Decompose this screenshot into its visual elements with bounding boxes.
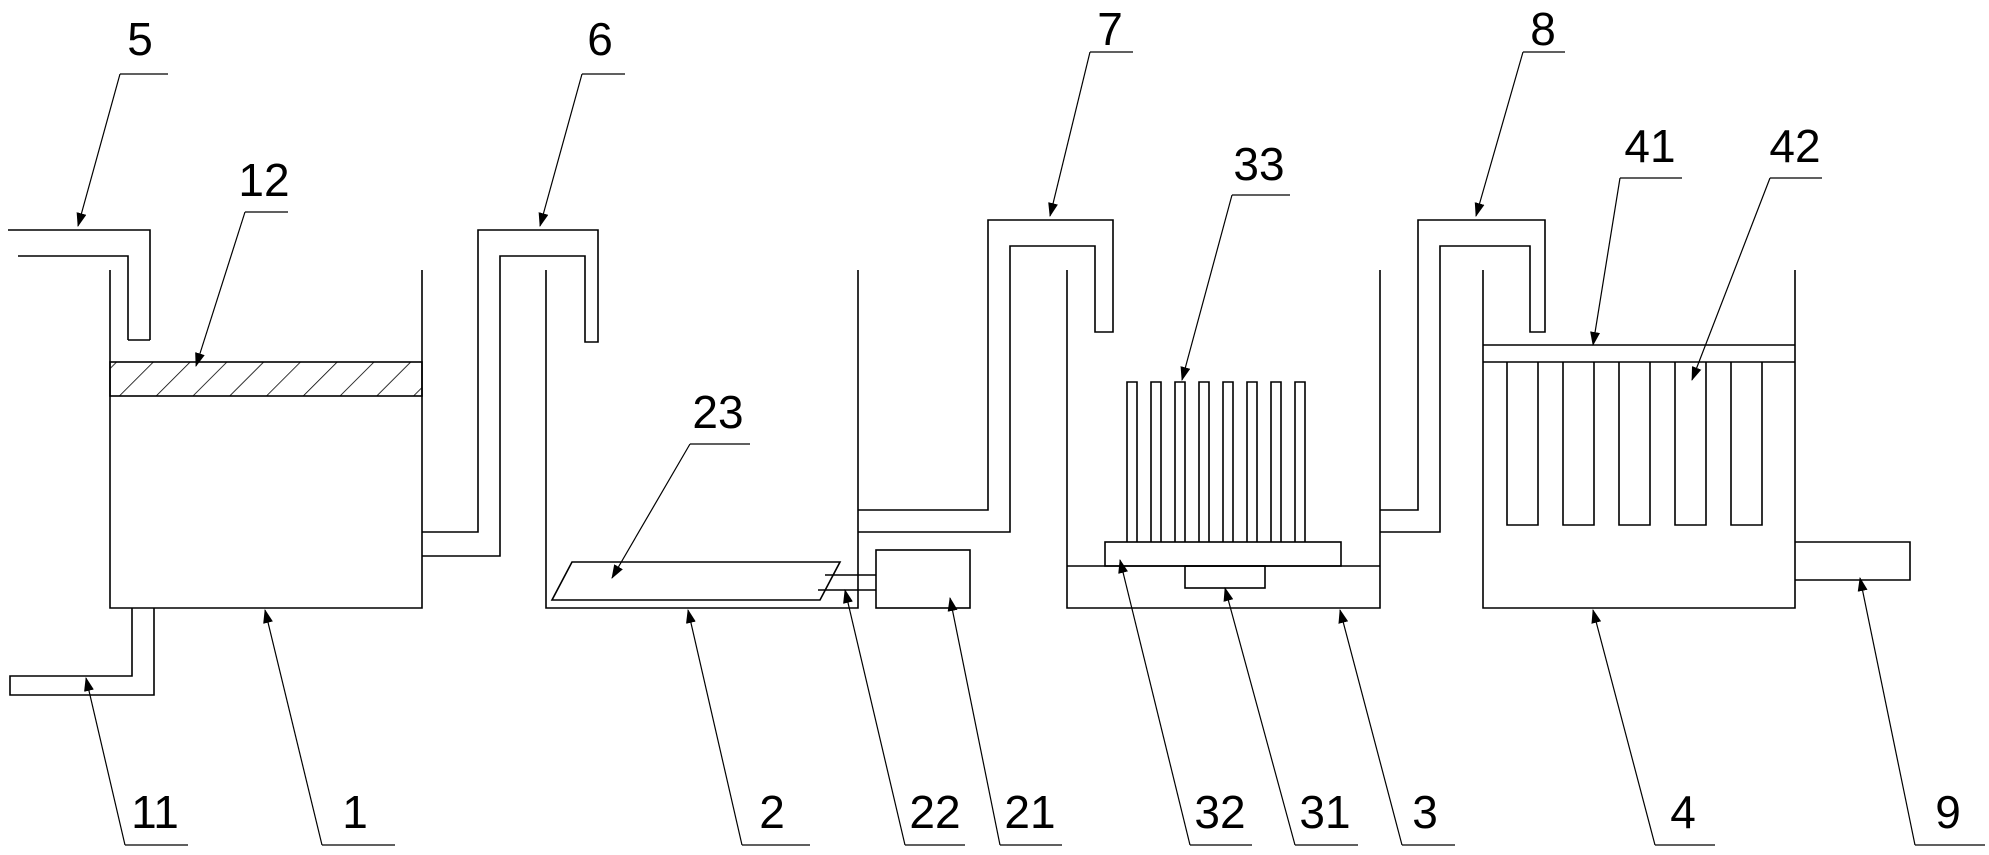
label-9: 9 bbox=[1935, 786, 1961, 838]
fins-33 bbox=[1126, 381, 1306, 542]
connector-pipe-7 bbox=[858, 219, 1114, 533]
label-33: 33 bbox=[1233, 138, 1284, 190]
unit-21 bbox=[875, 549, 971, 609]
connector-pipe-6 bbox=[422, 229, 599, 557]
label-42: 42 bbox=[1769, 120, 1820, 172]
fin bbox=[1126, 381, 1138, 542]
label-8: 8 bbox=[1530, 3, 1556, 55]
hanging-plate bbox=[1506, 362, 1539, 526]
leader-lines bbox=[76, 51, 1985, 846]
base-32 bbox=[1104, 541, 1342, 567]
label-5: 5 bbox=[127, 13, 153, 65]
plates-42 bbox=[1506, 362, 1763, 526]
unit-31 bbox=[1184, 565, 1266, 589]
label-1: 1 bbox=[342, 786, 368, 838]
label-2: 2 bbox=[759, 786, 785, 838]
hanging-plate bbox=[1618, 362, 1651, 526]
fin bbox=[1198, 381, 1210, 542]
inlet-pipe-5 bbox=[8, 229, 151, 341]
label-32: 32 bbox=[1194, 786, 1245, 838]
fin bbox=[1150, 381, 1162, 542]
label-7: 7 bbox=[1097, 3, 1123, 55]
label-12: 12 bbox=[238, 154, 289, 206]
hanging-plate bbox=[1562, 362, 1595, 526]
tank-1 bbox=[109, 270, 423, 609]
plate-23 bbox=[550, 561, 842, 601]
fin bbox=[1294, 381, 1306, 542]
hanging-plate bbox=[1730, 362, 1763, 526]
connector-pipe-8 bbox=[1380, 219, 1546, 533]
tank-3 bbox=[1066, 270, 1381, 609]
fin bbox=[1222, 381, 1234, 542]
outlet-pipe-11 bbox=[9, 608, 155, 696]
label-41: 41 bbox=[1624, 120, 1675, 172]
label-21: 21 bbox=[1004, 786, 1055, 838]
fin bbox=[1174, 381, 1186, 542]
filter-layer-12 bbox=[109, 361, 423, 397]
label-23: 23 bbox=[692, 386, 743, 438]
fin bbox=[1246, 381, 1258, 542]
label-22: 22 bbox=[909, 786, 960, 838]
label-11: 11 bbox=[131, 786, 179, 838]
label-31: 31 bbox=[1299, 786, 1350, 838]
labels: 5 6 7 8 12 33 41 42 23 11 1 2 22 21 32 3… bbox=[127, 3, 1961, 838]
label-6: 6 bbox=[587, 13, 613, 65]
label-4: 4 bbox=[1670, 786, 1696, 838]
outlet-pipe-9 bbox=[1795, 541, 1911, 581]
fin bbox=[1270, 381, 1282, 542]
tank-4 bbox=[1482, 270, 1796, 609]
hanging-plate bbox=[1674, 362, 1707, 526]
label-3: 3 bbox=[1412, 786, 1438, 838]
tank-2 bbox=[545, 270, 971, 609]
